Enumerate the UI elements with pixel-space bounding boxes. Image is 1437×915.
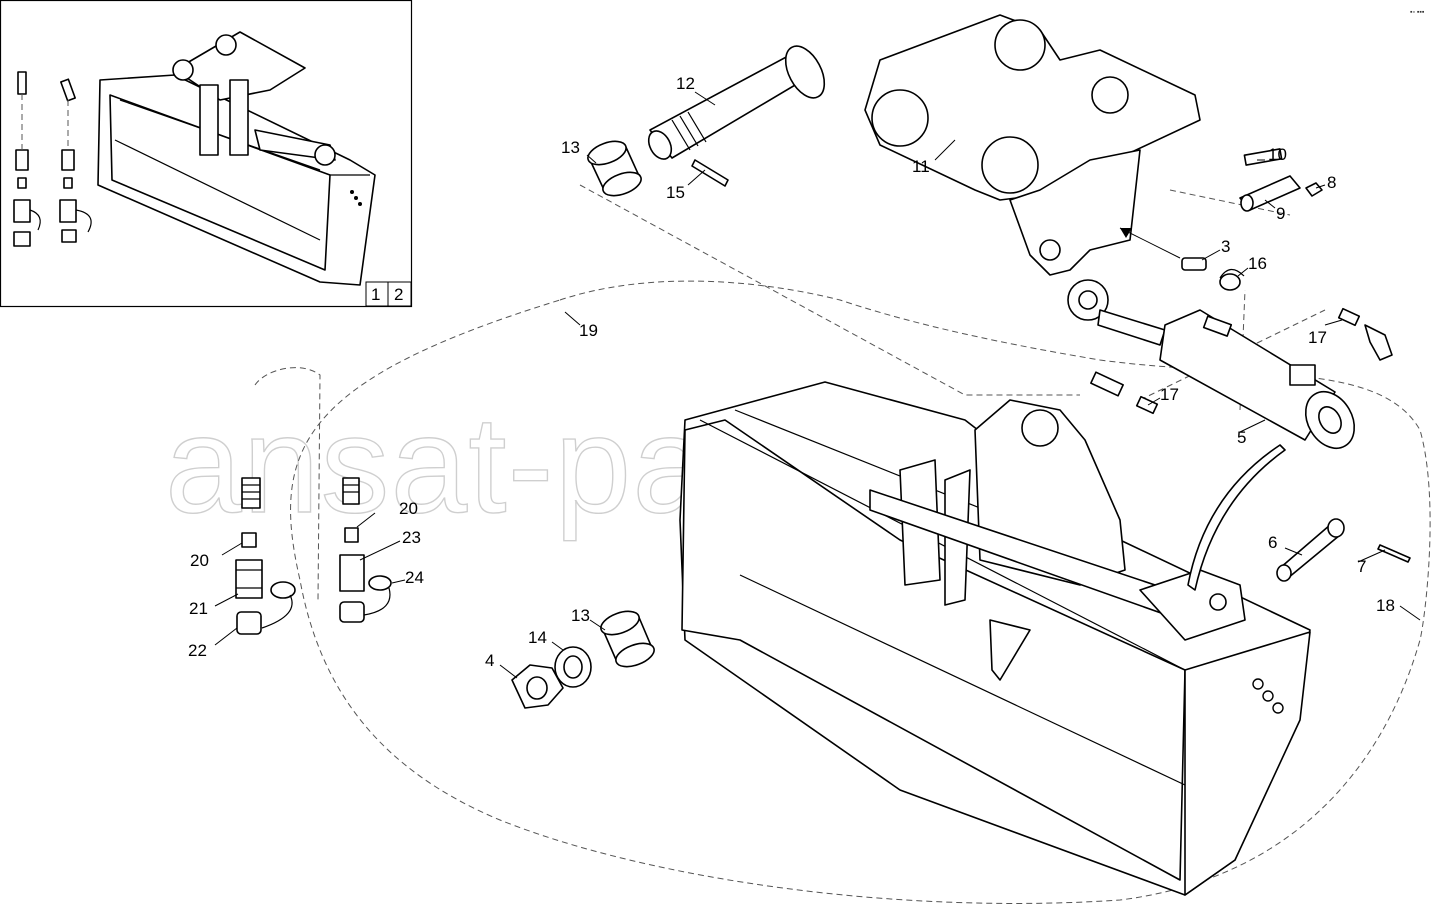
bolt-alignment-line	[1169, 189, 1291, 216]
pin-alignment-line	[579, 184, 1080, 396]
nut-part-4	[511, 664, 564, 709]
pin-part-12	[647, 45, 826, 160]
bracket-part-11	[864, 14, 1201, 276]
callout-labels: 12 13 15 11 10 8 9 3 16 17 19 17 5 20 20…	[188, 74, 1395, 670]
callout-6: 6	[1268, 533, 1277, 552]
callout-23: 23	[402, 528, 421, 547]
callout-19: 19	[579, 321, 598, 340]
callout-11: 11	[912, 157, 930, 176]
callout-4: 4	[485, 651, 494, 670]
coupler-set-right	[339, 477, 392, 623]
callout-17-lower: 17	[1160, 385, 1179, 404]
inset-panel: 1 2	[0, 0, 413, 308]
fitting-part-3	[1181, 257, 1207, 271]
callout-17-top: 17	[1308, 328, 1327, 347]
callout-13-top: 13	[561, 138, 580, 157]
inset-couplers	[13, 71, 92, 247]
callout-16: 16	[1248, 254, 1267, 273]
bushing-part-13-lower	[600, 610, 655, 668]
bolt-part-10	[1243, 148, 1283, 166]
callout-24: 24	[405, 568, 424, 587]
bushing-part-13-top	[587, 140, 642, 197]
bucket-part-18	[679, 227, 1311, 896]
sleeve-part-9	[1239, 175, 1301, 212]
callout-18: 18	[1376, 596, 1395, 615]
callout-20-right: 20	[399, 499, 418, 518]
callout-9: 9	[1276, 204, 1285, 223]
cylinder-part-5	[1067, 279, 1356, 450]
callout-21: 21	[189, 599, 208, 618]
callout-14: 14	[528, 628, 547, 647]
callout-5: 5	[1237, 428, 1246, 447]
hose-kit-outline	[290, 280, 1431, 904]
nut-part-8	[1305, 182, 1323, 197]
callout-8: 8	[1327, 173, 1336, 192]
inset-variant-1-label: 1	[371, 285, 380, 304]
callout-12: 12	[676, 74, 695, 93]
callout-15: 15	[666, 183, 685, 202]
callout-22: 22	[188, 641, 207, 660]
washer-part-14	[554, 646, 592, 688]
inset-bucket-drawing	[97, 31, 376, 286]
fitting-part-17-lower	[1090, 371, 1159, 415]
callout-10: 10	[1268, 145, 1287, 164]
hose-line-left	[254, 367, 321, 601]
callout-20-left: 20	[190, 551, 209, 570]
callout-leaders	[214, 91, 1421, 679]
pin-part-6	[1276, 518, 1345, 582]
corner-mark: ▪▫ ▪▪▪	[1410, 9, 1425, 16]
callout-7: 7	[1357, 557, 1366, 576]
callout-3: 3	[1221, 237, 1230, 256]
coupler-set-left	[235, 477, 296, 635]
inset-variant-2-label: 2	[394, 285, 403, 304]
callout-13-lower: 13	[571, 606, 590, 625]
fitting-part-17-top	[1337, 307, 1393, 361]
cap-part-16	[1219, 268, 1245, 291]
cotter-pin-15	[691, 159, 729, 187]
cotter-pin-7	[1377, 544, 1411, 563]
